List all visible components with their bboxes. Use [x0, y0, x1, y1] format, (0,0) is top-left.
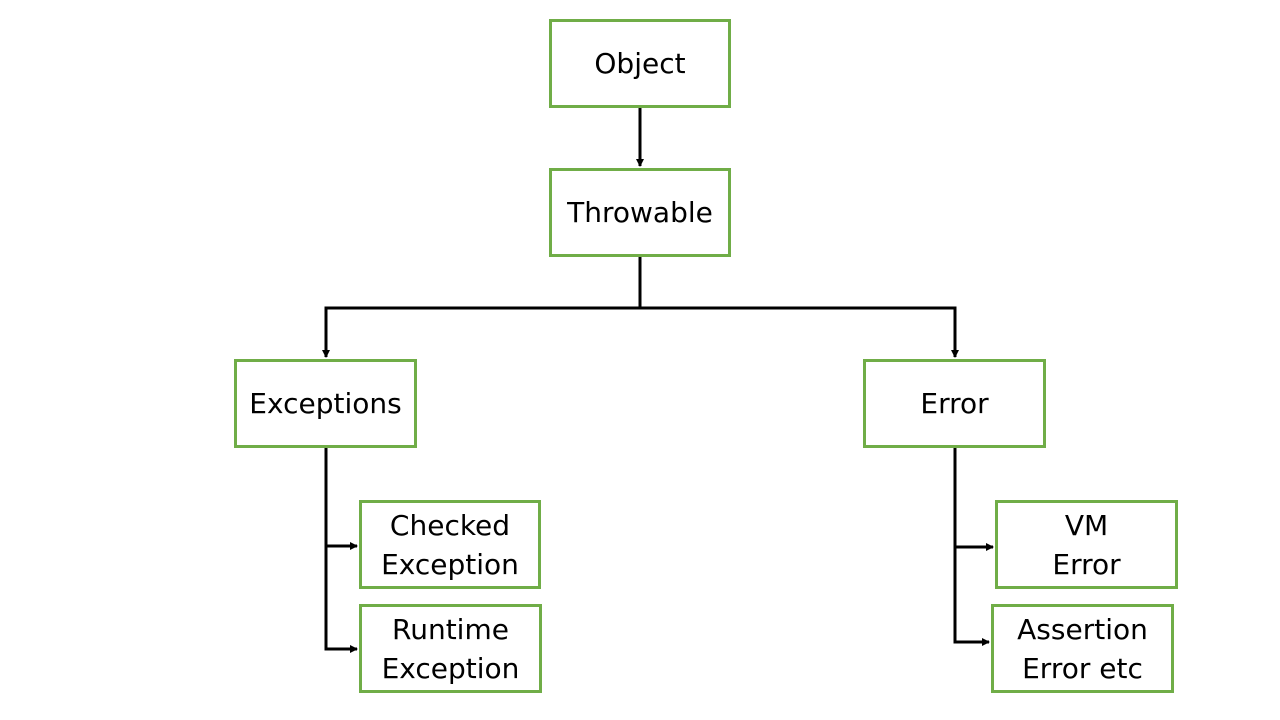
edge-throwable-exceptions: [322, 306, 640, 358]
node-vm-error: VM Error: [995, 500, 1178, 589]
edge-exceptions-checked: [324, 448, 358, 550]
node-error: Error: [863, 359, 1046, 448]
node-assertion-error: Assertion Error etc: [991, 604, 1174, 693]
edge-error-vm: [953, 448, 994, 551]
node-exceptions: Exceptions: [234, 359, 417, 448]
node-checked-exception: Checked Exception: [359, 500, 541, 589]
node-throwable: Throwable: [549, 168, 731, 257]
edge-exceptions-runtime: [324, 546, 358, 653]
node-runtime-exception: Runtime Exception: [359, 604, 542, 693]
edge-throwable-error: [640, 306, 959, 358]
node-object: Object: [549, 19, 731, 108]
edge-error-assertion: [953, 547, 990, 646]
